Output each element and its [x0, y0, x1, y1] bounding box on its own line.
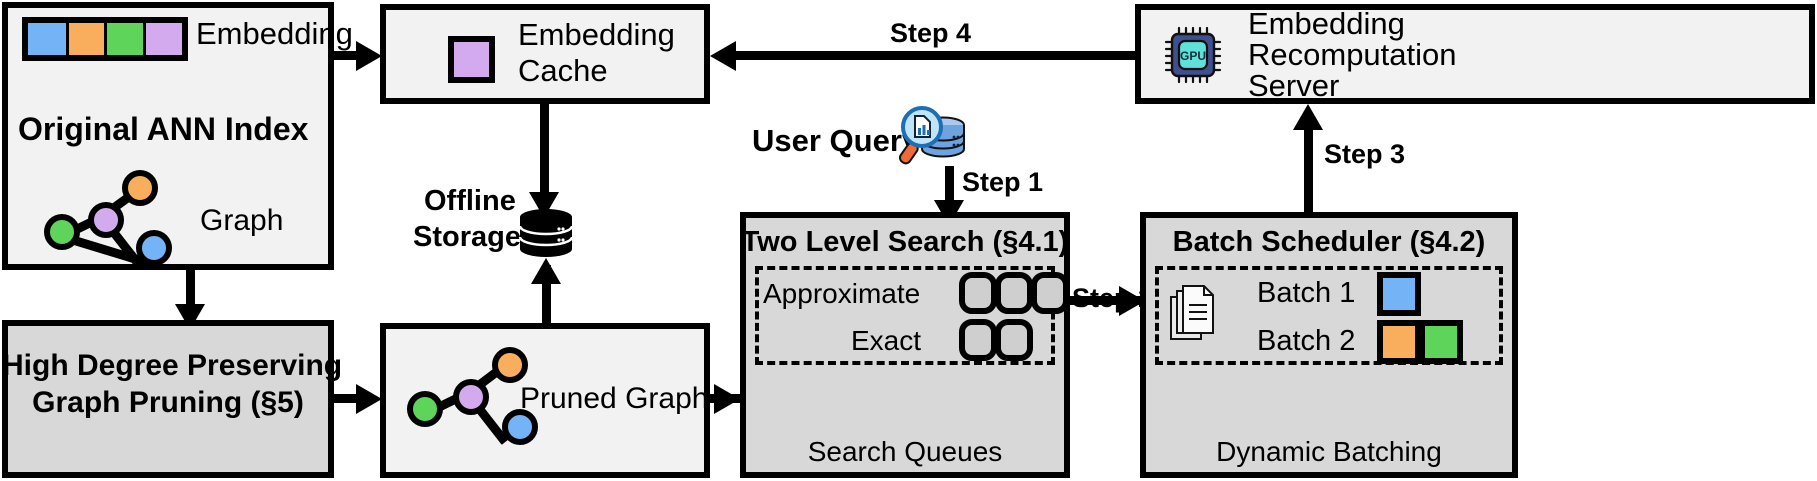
- batch-scheduler-title: Batch Scheduler (§4.2): [1172, 226, 1486, 258]
- recomputation-server-line3: Server: [1248, 68, 1340, 103]
- approximate-slot-2: [995, 272, 1033, 314]
- graph-node-green: [44, 214, 80, 250]
- offline-storage-line2: Storage: [413, 221, 521, 253]
- two-level-search-box: [740, 212, 1070, 478]
- arrow-index-to-cache-line: [334, 51, 368, 60]
- batch-2-swatch-green: [1419, 320, 1463, 364]
- graph-pruning-line1: High Degree Preserving: [2, 349, 343, 382]
- batch-2-label: Batch 2: [1257, 325, 1356, 357]
- pruned-graph-label: Pruned Graph: [520, 382, 709, 415]
- gpu-icon-text: GPU: [1180, 49, 1206, 63]
- arrow-pruning-to-pruned-line: [334, 394, 368, 403]
- user-query-icon: [898, 102, 970, 168]
- graph-label: Graph: [200, 204, 284, 237]
- search-database-glyph: [898, 106, 965, 165]
- user-query-label: User Query: [752, 123, 920, 158]
- recomputation-server-line2: Recomputation: [1248, 37, 1457, 72]
- batch-1-label: Batch 1: [1257, 277, 1356, 309]
- graph-node-orange: [122, 170, 158, 206]
- embedding-swatch-orange: [68, 23, 108, 55]
- embedding-cache-line1: Embedding: [518, 17, 675, 52]
- embedding-swatch-strip: [22, 17, 188, 61]
- embedding-label: Embedding: [196, 16, 353, 51]
- arrow-step2-line: [1070, 296, 1144, 305]
- embedding-swatch-purple: [146, 23, 182, 55]
- arrow-step4-line: [736, 51, 1135, 60]
- database-icon: [518, 208, 574, 258]
- dynamic-batching-footer: Dynamic Batching: [1216, 436, 1442, 467]
- embedding-swatch-blue: [28, 23, 69, 55]
- pruned-node-purple: [453, 379, 489, 415]
- search-queues-footer: Search Queues: [807, 436, 1003, 467]
- arrow-pruned-to-storage-head: [531, 258, 561, 284]
- arrow-pruned-to-search-head: [714, 384, 740, 414]
- gpu-icon: GPU: [1163, 26, 1223, 84]
- approximate-slot-3: [1031, 272, 1069, 314]
- graph-node-blue: [136, 230, 172, 266]
- exact-slot-1: [959, 319, 997, 361]
- approximate-slot-1: [959, 272, 997, 314]
- gpu-chip-glyph: GPU: [1164, 26, 1222, 84]
- arrow-index-to-cache-head: [356, 41, 382, 71]
- graph-node-purple: [88, 202, 124, 238]
- arrow-pruned-to-storage-line: [542, 265, 551, 325]
- recomputation-server-box: [1135, 4, 1815, 104]
- dynamic-batching-dashed-region: [1155, 266, 1503, 365]
- arrow-cache-to-storage-line: [540, 104, 549, 197]
- exact-slot-2: [995, 319, 1033, 361]
- step1-label: Step 1: [962, 167, 1044, 197]
- documents-glyph: [1170, 285, 1214, 340]
- pruned-node-green: [407, 391, 443, 427]
- two-level-search-title: Two Level Search (§4.1): [741, 226, 1069, 258]
- approximate-label: Approximate: [763, 278, 921, 309]
- arrow-step4-head: [710, 41, 736, 71]
- batch-2-swatch-orange: [1377, 320, 1421, 364]
- offline-storage-line1: Offline: [424, 185, 516, 217]
- arrow-step3-head: [1293, 104, 1323, 130]
- search-queues-dashed-region: [755, 266, 1055, 365]
- batch-1-swatch-blue: [1377, 272, 1421, 316]
- embedding-cache-icon: [448, 36, 495, 83]
- original-ann-index-title: Original ANN Index: [18, 111, 309, 147]
- embedding-cache-box: [380, 4, 710, 104]
- arrow-step3-line: [1304, 128, 1313, 212]
- pruned-graph: [400, 343, 560, 453]
- embedding-swatch-green: [107, 23, 147, 55]
- recomputation-server-line1: Embedding: [1248, 6, 1405, 41]
- exact-label: Exact: [851, 325, 922, 356]
- original-graph: [40, 168, 200, 270]
- arrow-pruning-to-pruned-head: [356, 384, 382, 414]
- graph-pruning-line2: Graph Pruning (§5): [32, 386, 304, 419]
- pruned-node-blue: [502, 409, 538, 445]
- pruned-node-orange: [492, 347, 528, 383]
- graph-pruning-box: [2, 320, 334, 478]
- step4-label: Step 4: [890, 18, 972, 48]
- arrow-index-to-pruning-line: [186, 270, 195, 308]
- step3-label: Step 3: [1324, 139, 1406, 169]
- database-glyph: [518, 209, 574, 257]
- documents-icon: [1168, 285, 1218, 345]
- arrow-step1-line: [945, 166, 954, 206]
- embedding-cache-line2: Cache: [518, 53, 608, 88]
